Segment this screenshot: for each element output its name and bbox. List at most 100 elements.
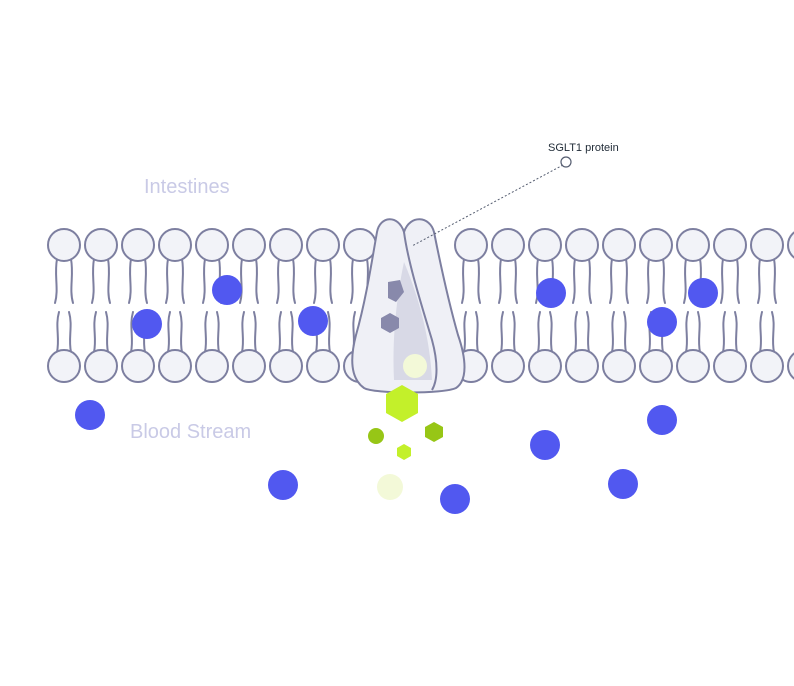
lipid-tail (91, 258, 95, 304)
lipid-tail (130, 311, 134, 353)
lipid-head-lower (269, 349, 303, 383)
lipid-tail (107, 258, 111, 304)
lipid-tail (241, 311, 245, 353)
lipid-tail (68, 311, 72, 353)
lipid-head-lower (491, 349, 525, 383)
lipid-tail (646, 258, 650, 304)
lipid-tail (683, 258, 687, 304)
lipid-tail (609, 258, 613, 304)
sodium-ion (75, 400, 105, 430)
glucose-molecule-small (397, 444, 411, 460)
lipid-head-lower (84, 349, 118, 383)
lipid-tail (773, 258, 777, 304)
lipid-head-lower (676, 349, 710, 383)
glucose-molecule-pale (403, 354, 427, 378)
lipid-head-lower (787, 352, 794, 380)
lipid-tail (537, 311, 541, 353)
lipid-tail (179, 311, 183, 353)
lipid-head-lower (232, 349, 266, 383)
lipid-tail (512, 311, 516, 353)
lipid-head-lower (639, 349, 673, 383)
sodium-ion (530, 430, 560, 460)
lipid-head-upper (602, 228, 636, 262)
lipid-head-upper (639, 228, 673, 262)
sodium-ion (440, 484, 470, 514)
lipid-head-upper (232, 228, 266, 262)
lipid-tail (144, 258, 148, 304)
lipid-tail (105, 311, 109, 353)
lipid-tail (720, 258, 724, 304)
lipid-tail (253, 311, 257, 353)
sodium-ion (536, 278, 566, 308)
lipid-tail (327, 311, 331, 353)
lipid-head-lower (602, 349, 636, 383)
lipid-tail (292, 258, 296, 304)
sglt1-protein (351, 218, 466, 394)
lipid-head-upper (121, 228, 155, 262)
intestines-label: Intestines (144, 176, 230, 198)
lipid-head-upper (676, 228, 710, 262)
lipid-tail (202, 258, 206, 304)
lipid-tail (514, 258, 518, 304)
lipid-tail (549, 311, 553, 353)
lipid-head-upper (343, 228, 377, 262)
lipid-head-upper (787, 231, 794, 259)
lipid-head-lower (158, 349, 192, 383)
lipid-tail (204, 311, 208, 353)
lipid-tail (461, 258, 465, 304)
lipid-head-lower (565, 349, 599, 383)
lipid-head-lower (195, 349, 229, 383)
callout-marker (560, 156, 572, 168)
lipid-tail (276, 258, 280, 304)
lipid-head-upper (47, 228, 81, 262)
sodium-ion (132, 309, 162, 339)
lipid-head-lower (47, 349, 81, 383)
lipid-tail (574, 311, 578, 353)
lipid-head-lower (750, 349, 784, 383)
lipid-tail (239, 258, 243, 304)
lipid-tail (500, 311, 504, 353)
lipid-tail (623, 311, 627, 353)
lipid-tail (736, 258, 740, 304)
lipid-tail (475, 311, 479, 353)
lipid-tail (722, 311, 726, 353)
protein-binding-site-upper (388, 280, 404, 302)
glucose-molecule-pale-lower (377, 474, 403, 500)
callout-leader-line (411, 164, 564, 247)
lipid-head-lower (306, 349, 340, 383)
glucose-molecules (368, 354, 443, 500)
lipid-tail (278, 311, 282, 353)
lipid-tails (54, 258, 777, 353)
lipid-head-lower (713, 349, 747, 383)
lipid-head-upper (713, 228, 747, 262)
lipid-head-upper (565, 228, 599, 262)
lipid-tail (498, 258, 502, 304)
sodium-ion (608, 469, 638, 499)
sodium-ion (647, 307, 677, 337)
sodium-ion (647, 405, 677, 435)
lipid-tail (329, 258, 333, 304)
lipid-tail (757, 258, 761, 304)
lipid-tail (535, 258, 539, 304)
lipid-tail (56, 311, 60, 353)
lipid-tail (313, 258, 317, 304)
blood-stream-label: Blood Stream (130, 421, 251, 443)
glucose-molecule-dark (425, 422, 443, 442)
protein-outline-front (403, 231, 438, 391)
lipid-head-upper (269, 228, 303, 262)
lipid-tail (93, 311, 97, 353)
lipid-tail (181, 258, 185, 304)
lipid-tail (734, 311, 738, 353)
lipid-head-upper (750, 228, 784, 262)
sodium-ion (688, 278, 718, 308)
lipid-tail (662, 258, 666, 304)
lipid-tail (165, 258, 169, 304)
lipid-tail (572, 258, 576, 304)
protein-binding-site-lower (381, 313, 399, 333)
lipid-tail (625, 258, 629, 304)
lipid-tail (697, 311, 701, 353)
lipid-head-upper (454, 228, 488, 262)
lipid-head-upper (491, 228, 525, 262)
lipid-head-upper (84, 228, 118, 262)
